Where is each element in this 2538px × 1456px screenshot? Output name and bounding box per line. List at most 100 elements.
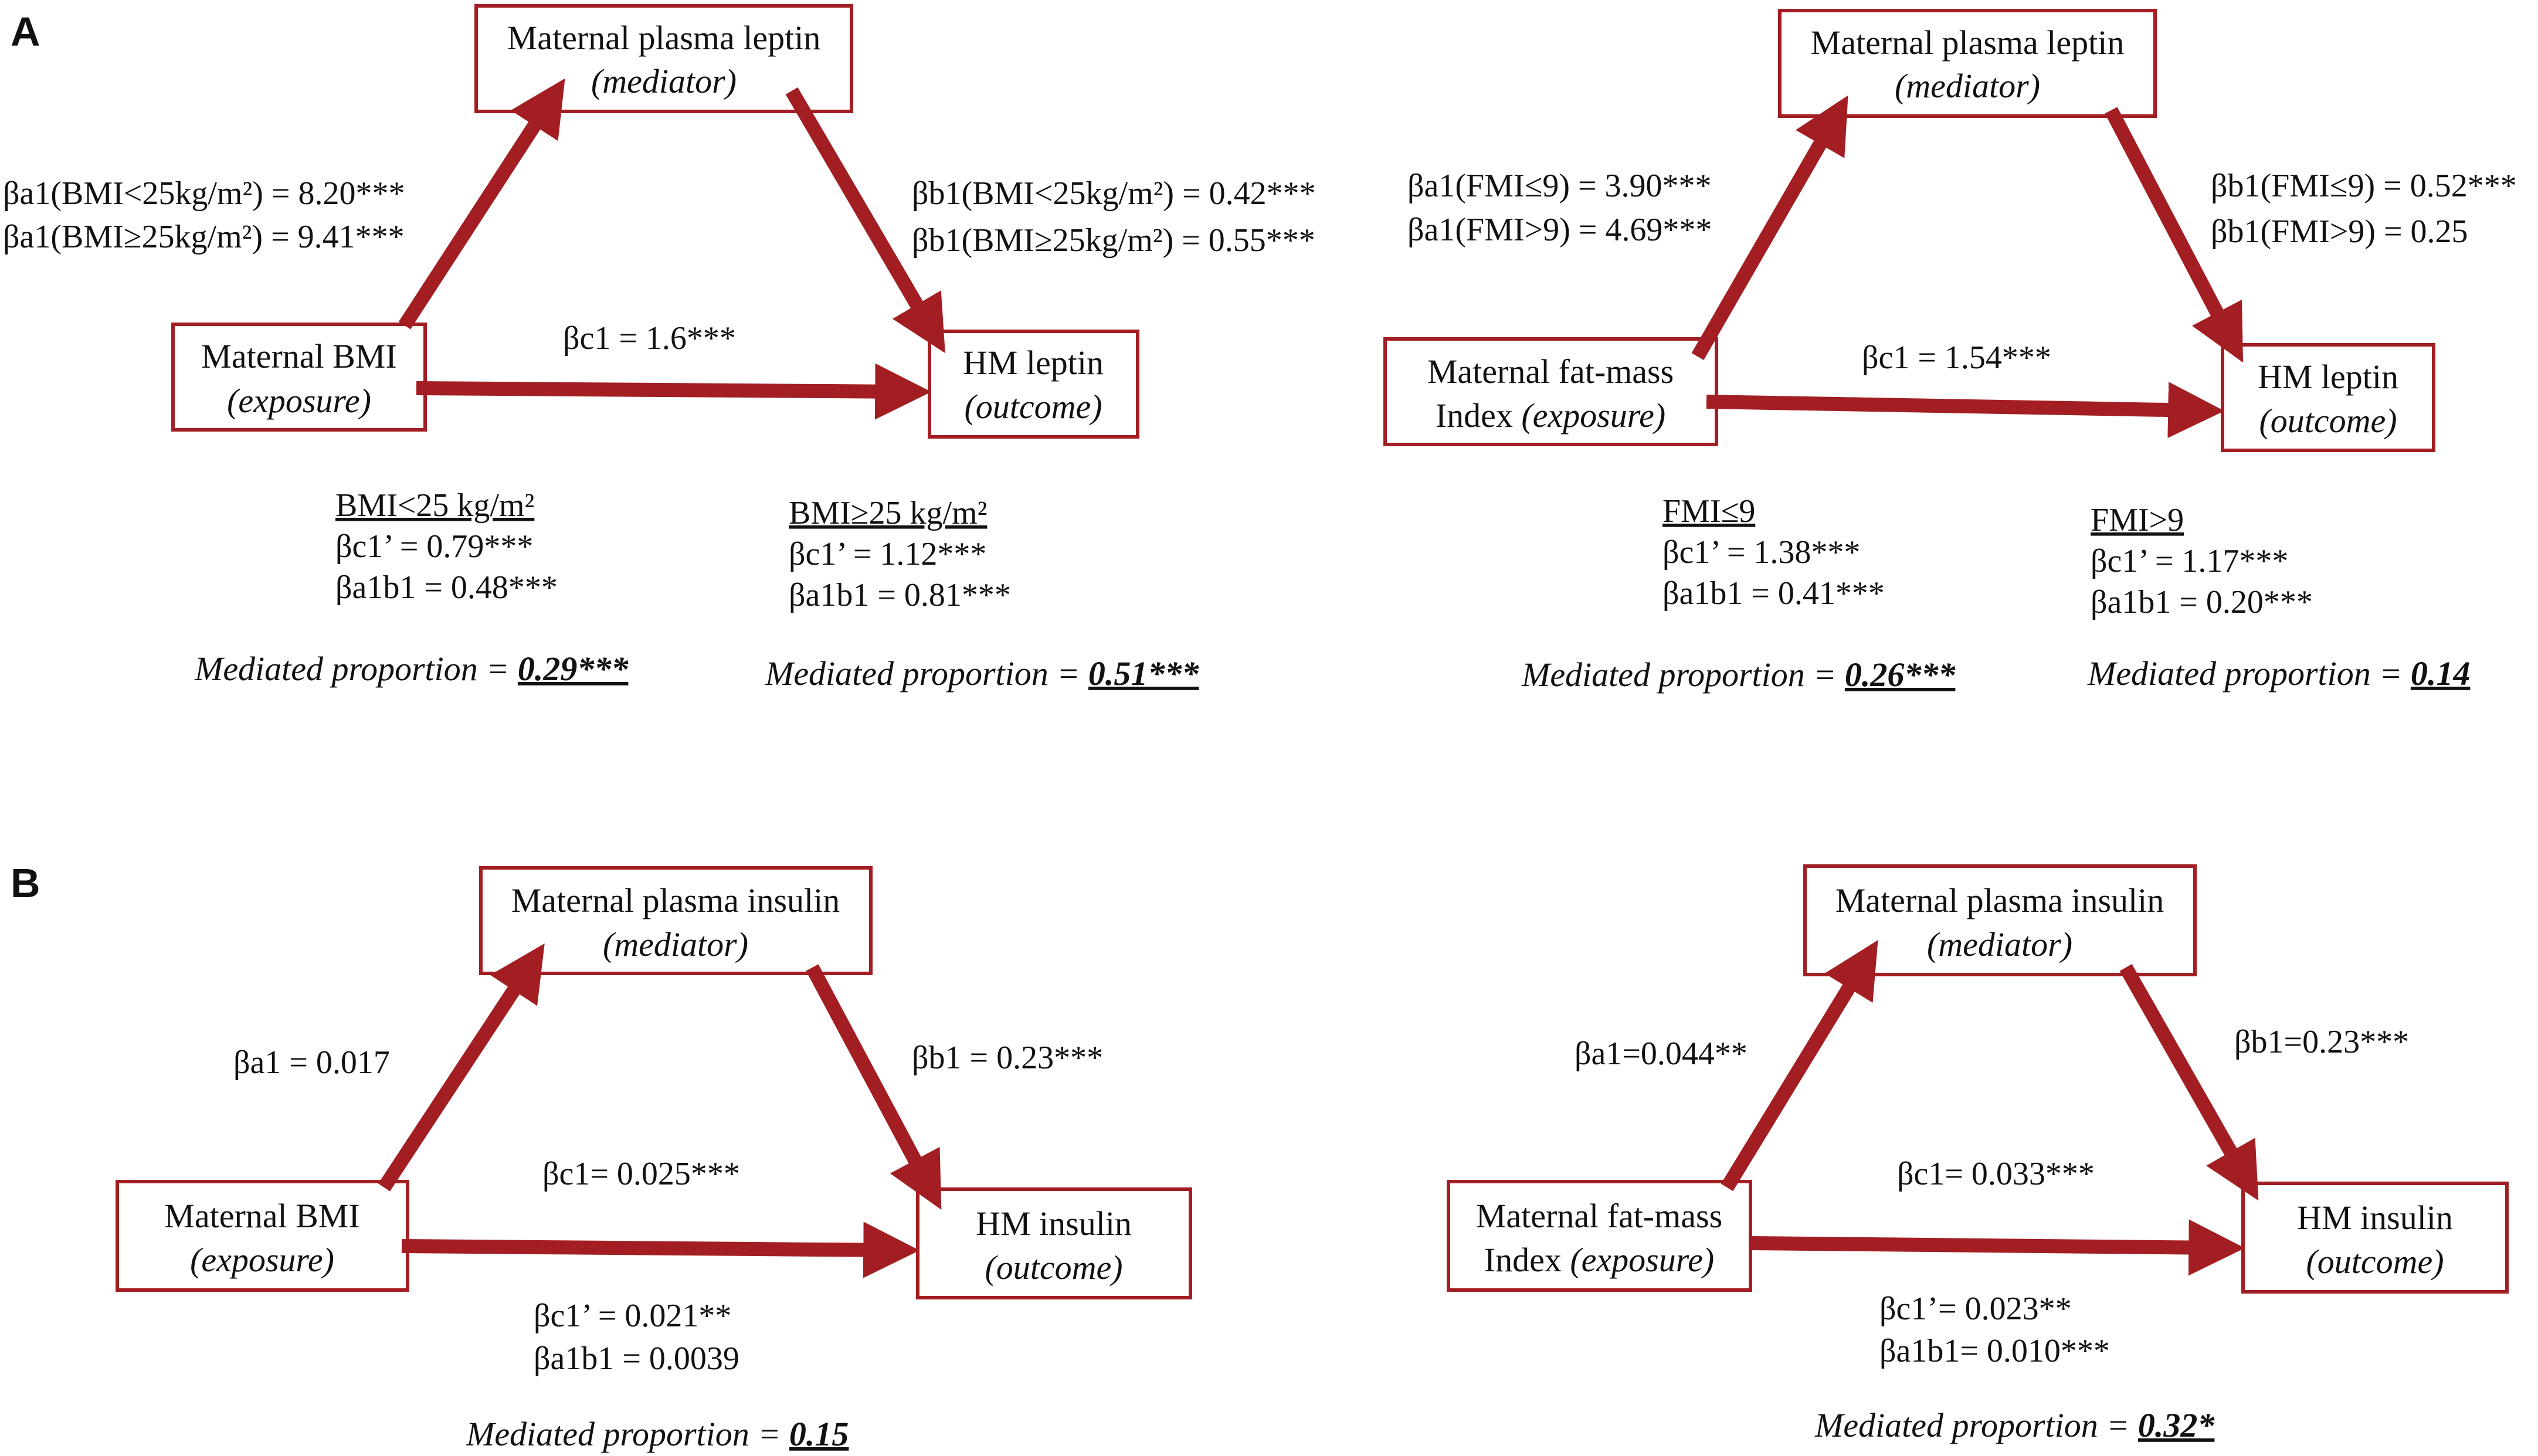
b-right-mediated-label: Mediated proportion = (1814, 1406, 2138, 1444)
a-right-group1-mediated: Mediated proportion = 0.26*** (1521, 656, 1956, 694)
a-left-outcome-node: HM leptin (outcome) (928, 330, 1139, 439)
a-right-c-coef: βc1 = 1.54*** (1862, 340, 2051, 376)
b-right-exposure-node: Maternal fat-mass Index (exposure) (1447, 1180, 1752, 1292)
a-left-exposure-node: Maternal BMI (exposure) (171, 323, 427, 432)
a-left-c-coef: βc1 = 1.6*** (563, 320, 736, 357)
b-right-cprime: βc1’= 0.023** (1879, 1291, 2072, 1327)
a-left-b-coef-2: βb1(BMI≥25kg/m²) = 0.55*** (912, 222, 1315, 259)
b-left-path-b-arrow (806, 964, 942, 1210)
b-right-exposure-role-line: Index (exposure) (1484, 1241, 1714, 1279)
a-right-group2-ab: βa1b1 = 0.20*** (2091, 584, 2313, 620)
a-right-group1-cprime: βc1’ = 1.38*** (1662, 534, 1860, 571)
a-left-mediator-title: Maternal plasma leptin (507, 19, 821, 57)
a-left-path-a-arrow (398, 78, 565, 330)
b-right-outcome-title: HM insulin (2297, 1199, 2453, 1237)
b-left-a-coef: βa1 = 0.017 (233, 1044, 390, 1081)
a-left-outcome-role: (outcome) (964, 388, 1102, 426)
b-left-ab: βa1b1 = 0.0039 (534, 1340, 739, 1377)
b-right-outcome-node: HM insulin (outcome) (2241, 1182, 2509, 1294)
panel-label-b: B (11, 860, 40, 906)
b-right-mediated-value: 0.32* (2138, 1406, 2215, 1444)
a-right-group2-mediated: Mediated proportion = 0.14 (2087, 654, 2470, 693)
b-right-ab: βa1b1= 0.010*** (1879, 1333, 2110, 1369)
a-left-group2-mediated-value: 0.51*** (1088, 654, 1200, 693)
b-left-exposure-node: Maternal BMI (exposure) (116, 1180, 409, 1292)
a-right-b-coef-2: βb1(FMI>9) = 0.25 (2211, 213, 2468, 250)
b-right-exposure-role: (exposure) (1570, 1241, 1714, 1279)
a-right-exposure-node: Maternal fat-mass Index (exposure) (1383, 337, 1718, 446)
b-right-path-c-arrow (1750, 1219, 2245, 1276)
a-left-group2-cprime: βc1’ = 1.12*** (789, 536, 986, 572)
a-left-group1-mediated: Mediated proportion = 0.29*** (194, 650, 629, 688)
b-right-outcome-role: (outcome) (2306, 1243, 2444, 1281)
b-right-b-coef: βb1=0.23*** (2234, 1024, 2409, 1060)
a-right-b-coef-1: βb1(FMI≤9) = 0.52*** (2211, 168, 2517, 204)
a-right-mediator-role: (mediator) (1895, 67, 2040, 105)
a-right-group2-mediated-label: Mediated proportion = (2087, 654, 2411, 693)
b-left-path-a-arrow (378, 943, 545, 1192)
a-right-exposure-role-line: Index (exposure) (1436, 396, 1665, 435)
a-right-a-coef-2: βa1(FMI>9) = 4.69*** (1407, 212, 1712, 248)
a-right-exposure-role: (exposure) (1521, 396, 1665, 435)
b-left-mediator-role: (mediator) (603, 925, 748, 963)
b-right-a-coef: βa1=0.044** (1575, 1036, 1748, 1072)
a-left-outcome-title: HM leptin (963, 344, 1104, 382)
b-right-mediator-title: Maternal plasma insulin (1835, 881, 2164, 919)
a-right-group2-heading: FMI>9 (2091, 502, 2184, 538)
a-right-path-c-arrow (1706, 382, 2225, 439)
b-right-path-a-arrow (1721, 940, 1878, 1192)
b-right-mediated: Mediated proportion = 0.32* (1814, 1406, 2215, 1444)
a-left-group2-mediated: Mediated proportion = 0.51*** (765, 654, 1199, 693)
a-left-group2-mediated-label: Mediated proportion = (765, 654, 1088, 693)
b-left-c-coef: βc1= 0.025*** (542, 1156, 740, 1192)
a-left-a-coef-2: βa1(BMI≥25kg/m²) = 9.41*** (3, 219, 405, 255)
b-left-outcome-title: HM insulin (976, 1204, 1132, 1243)
b-right-mediator-node: Maternal plasma insulin (mediator) (1803, 864, 2197, 976)
a-right-exposure-index-word: Index (1436, 396, 1513, 435)
b-right-mediator-role: (mediator) (1927, 925, 2072, 963)
a-left-exposure-title: Maternal BMI (201, 337, 396, 375)
a-left-group1-heading: BMI<25 kg/m² (335, 487, 534, 524)
a-left-b-coef-1: βb1(BMI<25kg/m²) = 0.42*** (912, 175, 1316, 212)
a-right-group1-mediated-value: 0.26*** (1845, 656, 1956, 694)
b-left-outcome-role: (outcome) (985, 1248, 1122, 1287)
a-right-outcome-node: HM leptin (outcome) (2221, 343, 2435, 452)
a-right-group2-cprime: βc1’ = 1.17*** (2091, 543, 2288, 579)
a-right-path-a-arrow (1691, 95, 1848, 360)
panel-label-a: A (11, 9, 40, 55)
b-left-outcome-node: HM insulin (outcome) (916, 1187, 1192, 1299)
b-left-exposure-title: Maternal BMI (164, 1197, 359, 1235)
a-left-group2-heading: BMI≥25 kg/m² (789, 495, 987, 531)
a-right-group1-mediated-label: Mediated proportion = (1521, 656, 1845, 694)
b-right-c-coef: βc1= 0.033*** (1897, 1156, 2095, 1192)
a-right-group1-ab: βa1b1 = 0.41*** (1662, 575, 1885, 612)
a-right-group2-mediated-value: 0.14 (2411, 654, 2471, 693)
b-right-exposure-index-word: Index (1484, 1241, 1562, 1279)
a-left-mediator-role: (mediator) (591, 62, 737, 100)
a-right-exposure-title: Maternal fat-mass (1427, 352, 1674, 391)
a-left-a-coef-1: βa1(BMI<25kg/m²) = 8.20*** (3, 175, 405, 212)
b-left-exposure-role: (exposure) (190, 1241, 334, 1279)
a-left-group1-mediated-label: Mediated proportion = (194, 650, 518, 688)
a-right-mediator-node: Maternal plasma leptin (mediator) (1778, 9, 2157, 118)
a-right-mediator-title: Maternal plasma leptin (1811, 23, 2125, 62)
a-left-path-c-arrow (416, 363, 932, 420)
a-left-group1-mediated-value: 0.29*** (518, 650, 629, 688)
b-right-path-b-arrow (2119, 964, 2259, 1201)
a-left-group1-cprime: βc1’ = 0.79*** (335, 528, 533, 565)
b-left-mediator-node: Maternal plasma insulin (mediator) (479, 866, 873, 975)
a-right-path-b-arrow (2105, 107, 2244, 363)
b-left-b-coef: βb1 = 0.23*** (912, 1040, 1103, 1076)
b-left-mediator-title: Maternal plasma insulin (511, 881, 840, 919)
b-left-mediated-label: Mediated proportion = (466, 1415, 789, 1453)
b-left-cprime: βc1’ = 0.021** (534, 1298, 731, 1334)
a-right-group1-heading: FMI≤9 (1662, 493, 1755, 530)
a-left-group1-ab: βa1b1 = 0.48*** (335, 569, 558, 606)
a-right-outcome-title: HM leptin (2258, 358, 2398, 396)
a-right-outcome-role: (outcome) (2259, 402, 2397, 440)
a-left-exposure-role: (exposure) (227, 382, 371, 420)
a-left-path-b-arrow (785, 87, 945, 354)
b-left-path-c-arrow (401, 1221, 920, 1278)
a-right-a-coef-1: βa1(FMI≤9) = 3.90*** (1407, 168, 1712, 204)
